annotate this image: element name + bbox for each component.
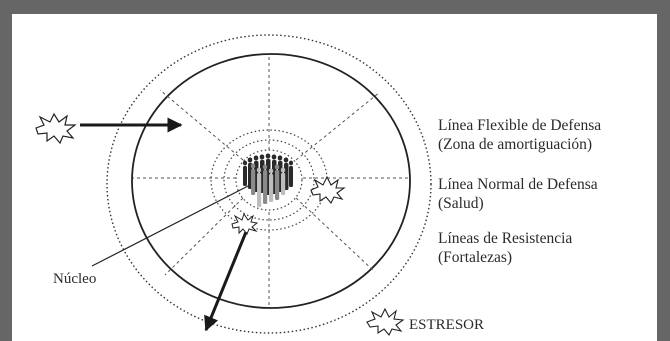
stressor-arrow-outgoing [204,231,248,332]
normal-defense-label: Línea Normal de Defensa [438,176,598,193]
stressor-icon-left [35,112,77,145]
spoke-top-right [295,91,381,161]
resistance-ring-inner [235,149,303,211]
normal-defense-line [131,53,411,309]
resistance-lines-label: Líneas de Resistencia [438,230,573,247]
flexible-defense-sublabel: (Zona de amortiguación) [438,136,593,153]
flexible-defense-label: Línea Flexible de Defensa [438,117,602,134]
stressor-legend-icon [366,307,405,336]
resistance-ring-middle [223,139,315,221]
stressor-legend-label: ESTRESOR [409,317,485,333]
stressor-icon-core-right [310,175,346,204]
spoke-top-left [159,89,244,161]
resistance-lines-sublabel: (Fortalezas) [438,249,513,266]
spoke-bottom-left [164,197,244,276]
stressor-icon-core-below [231,212,259,235]
core-people-cluster [242,153,294,207]
core-pointer-line [91,184,251,267]
normal-defense-sublabel: (Salud) [438,195,484,212]
radial-dividers [133,55,409,307]
spoke-bottom-right [295,197,376,273]
flexible-defense-line [106,34,432,334]
core-label: Núcleo [53,271,97,287]
